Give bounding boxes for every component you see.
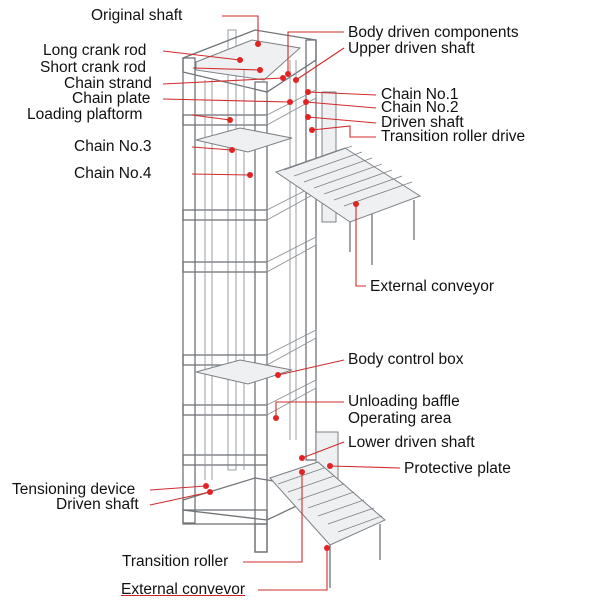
upper-conveyor-rollers bbox=[283, 145, 413, 207]
label-long-crank-rod: Long crank rod bbox=[43, 42, 147, 59]
label-chain-no3: Chain No.3 bbox=[74, 138, 152, 155]
label-operating-area: Operating area bbox=[348, 410, 452, 427]
label-external-conveyor-top: External conveyor bbox=[370, 278, 495, 295]
top-mechanism-plate bbox=[195, 39, 302, 81]
label-chain-no1: Chain No.1 bbox=[381, 86, 459, 103]
label-loading-platform: Loading plaftorm bbox=[27, 106, 143, 123]
label-body-driven-components: Body driven components bbox=[348, 24, 519, 41]
label-transition-roller: Transition roller bbox=[122, 553, 229, 570]
leader-lines-left bbox=[149, 15, 328, 591]
base-foot bbox=[254, 523, 268, 553]
column-back-left bbox=[227, 29, 237, 471]
leader-lines-right bbox=[275, 31, 401, 469]
label-protective-plate: Protective plate bbox=[404, 460, 511, 477]
base-beam bbox=[182, 509, 268, 525]
column-front-left bbox=[182, 57, 196, 524]
column-front-right bbox=[254, 81, 268, 553]
label-driven-shaft-top: Driven shaft bbox=[381, 114, 464, 131]
label-upper-driven-shaft: Upper driven shaft bbox=[348, 40, 475, 57]
label-transition-roller-drive: Transition roller drive bbox=[381, 128, 526, 145]
lower-conveyor-rollers bbox=[277, 467, 383, 533]
label-unloading-baffle: Unloading baffle bbox=[348, 393, 460, 410]
vertical-chains bbox=[204, 60, 297, 480]
middle-loading-platform bbox=[195, 359, 293, 385]
lower-conveyor-bed bbox=[269, 461, 386, 546]
label-body-control-box: Body control box bbox=[348, 351, 464, 368]
upper-conveyor-bed bbox=[274, 147, 422, 223]
tower-frame bbox=[182, 29, 339, 553]
label-short-crank-rod: Short crank rod bbox=[40, 59, 146, 76]
label-driven-shaft-bottom: Driven shaft bbox=[56, 496, 139, 513]
label-chain-no2: Chain No.2 bbox=[381, 99, 459, 116]
upper-external-conveyor bbox=[274, 145, 422, 265]
label-tensioning-device: Tensioning device bbox=[12, 481, 136, 498]
label-lower-driven-shaft: Lower driven shaft bbox=[348, 434, 475, 451]
label-external-conveyor-bottom: External convevor bbox=[121, 581, 246, 598]
label-original-shaft: Original shaft bbox=[91, 7, 183, 24]
label-chain-plate: Chain plate bbox=[72, 90, 151, 107]
top-frame bbox=[182, 29, 317, 93]
label-chain-no4: Chain No.4 bbox=[74, 165, 152, 182]
marker-dots bbox=[203, 41, 359, 551]
lower-external-conveyor bbox=[269, 461, 386, 588]
label-chain-strand: Chain strand bbox=[64, 75, 152, 92]
